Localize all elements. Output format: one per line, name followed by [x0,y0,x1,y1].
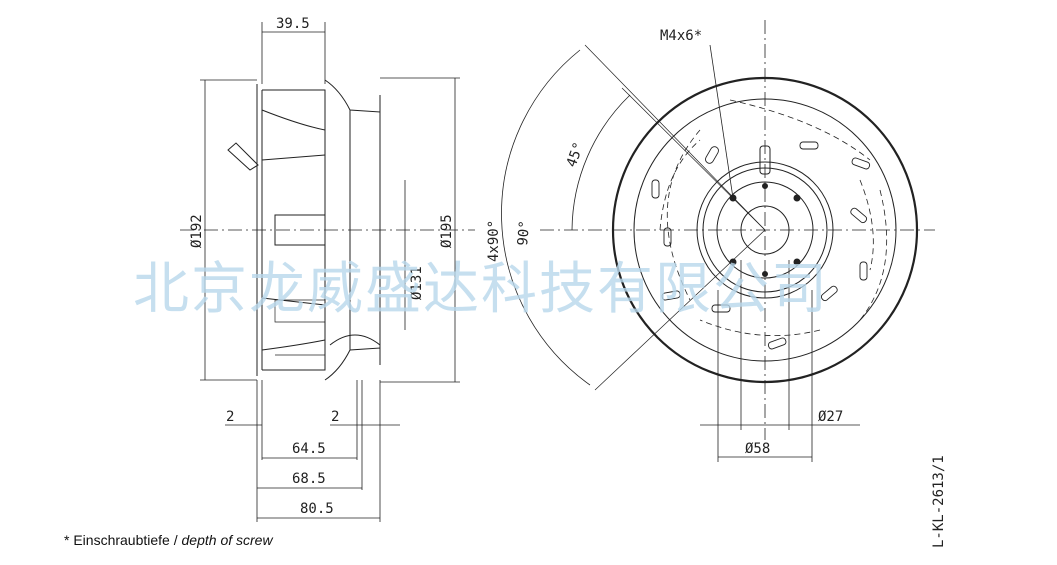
footnote-german: * Einschraubtiefe / [64,532,178,548]
angle-4x90: 4x90° [486,220,502,262]
dim-39-5: 39.5 [276,16,310,32]
dim-diameter-58: Ø58 [745,441,770,457]
dim-diameter-131: Ø131 [409,266,425,300]
front-view [501,20,935,462]
dim-2-left: 2 [226,409,234,425]
dim-68-5: 68.5 [292,471,326,487]
screw-label: M4x6* [660,28,702,44]
watermark-text: 北京龙威盛达科技有限公司 [133,257,829,322]
dim-2-right: 2 [331,409,339,425]
drawing-id: L-KL-2613/1 [931,455,947,548]
dim-64-5: 64.5 [292,441,326,457]
footnote-english: depth of screw [181,532,273,548]
dim-80-5: 80.5 [300,501,334,517]
dim-diameter-195: Ø195 [439,214,455,248]
dim-diameter-27: Ø27 [818,409,843,425]
dim-diameter-192: Ø192 [189,214,205,248]
footnote: * Einschraubtiefe / depth of screw [64,532,273,548]
side-view [180,22,475,522]
angle-90: 90° [515,220,533,247]
